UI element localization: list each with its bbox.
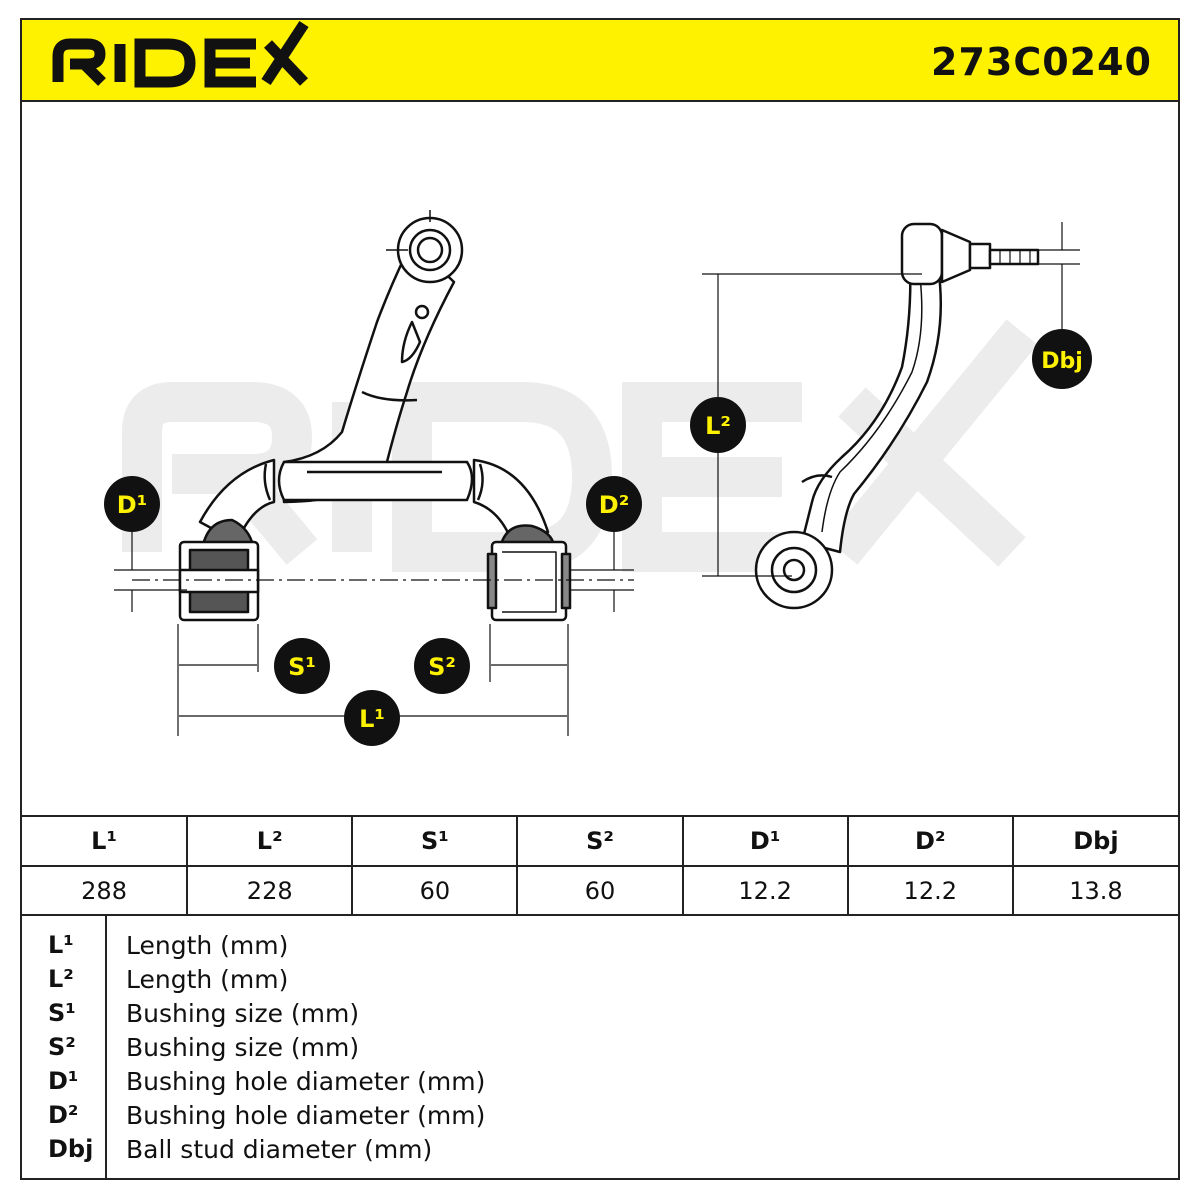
legend-code: Dbj bbox=[48, 1135, 94, 1163]
spec-value: 12.2 bbox=[682, 866, 849, 916]
legend-item: S² Bushing size (mm) bbox=[22, 1033, 1178, 1067]
label-s2: S² bbox=[414, 638, 470, 694]
spec-value: 60 bbox=[352, 866, 519, 916]
product-sheet: 273C0240 bbox=[20, 18, 1180, 1180]
control-arm-diagram: D¹ D² S¹ S² L¹ L² bbox=[104, 210, 1092, 746]
legend-item: L² Length (mm) bbox=[22, 965, 1178, 999]
spec-value: 288 bbox=[22, 866, 189, 916]
label-l1: L¹ bbox=[344, 690, 400, 746]
legend-code: L² bbox=[48, 965, 74, 993]
spec-header: L² bbox=[187, 817, 354, 867]
technical-drawing: D¹ D² S¹ S² L¹ L² bbox=[22, 102, 1178, 816]
spec-header: D² bbox=[847, 817, 1014, 867]
svg-text:D¹: D¹ bbox=[117, 491, 147, 519]
legend-desc: Bushing hole diameter (mm) bbox=[126, 1067, 486, 1096]
d2-dimension bbox=[570, 532, 634, 612]
control-arm-front-view bbox=[178, 210, 572, 622]
spec-header: L¹ bbox=[22, 817, 189, 867]
legend-desc: Bushing size (mm) bbox=[126, 1033, 360, 1062]
legend-item: S¹ Bushing size (mm) bbox=[22, 999, 1178, 1033]
label-d1: D¹ bbox=[104, 476, 160, 532]
legend-item: D² Bushing hole diameter (mm) bbox=[22, 1101, 1178, 1135]
legend-desc: Length (mm) bbox=[126, 965, 289, 994]
svg-text:L²: L² bbox=[705, 412, 731, 440]
legend-code: L¹ bbox=[48, 931, 74, 959]
legend-code: D¹ bbox=[48, 1067, 79, 1095]
svg-text:L¹: L¹ bbox=[359, 705, 385, 733]
svg-text:S²: S² bbox=[428, 653, 456, 681]
label-l2: L² bbox=[690, 397, 746, 453]
header-bar: 273C0240 bbox=[22, 20, 1178, 102]
spec-table: L¹ L² S¹ S² D¹ D² Dbj 288 228 60 60 12.2… bbox=[22, 815, 1178, 916]
legend-desc: Bushing hole diameter (mm) bbox=[126, 1101, 486, 1130]
legend-divider bbox=[105, 915, 107, 1180]
legend: L¹ Length (mm) L² Length (mm) S¹ Bushing… bbox=[22, 915, 1178, 1180]
part-number: 273C0240 bbox=[931, 40, 1152, 84]
spec-value: 60 bbox=[517, 866, 684, 916]
legend-code: S² bbox=[48, 1033, 76, 1061]
spec-header: Dbj bbox=[1012, 817, 1178, 867]
spec-value: 12.2 bbox=[847, 866, 1014, 916]
svg-text:Dbj: Dbj bbox=[1041, 349, 1083, 374]
legend-code: S¹ bbox=[48, 999, 76, 1027]
dbj-dimension bbox=[1038, 222, 1080, 332]
svg-text:D²: D² bbox=[599, 491, 629, 519]
spec-header-row: L¹ L² S¹ S² D¹ D² Dbj bbox=[22, 817, 1178, 867]
spec-value: 13.8 bbox=[1012, 866, 1178, 916]
legend-desc: Ball stud diameter (mm) bbox=[126, 1135, 433, 1164]
svg-text:S¹: S¹ bbox=[288, 653, 316, 681]
legend-code: D² bbox=[48, 1101, 79, 1129]
control-arm-side-view bbox=[754, 222, 1040, 610]
legend-desc: Bushing size (mm) bbox=[126, 999, 360, 1028]
legend-desc: Length (mm) bbox=[126, 931, 289, 960]
label-s1: S¹ bbox=[274, 638, 330, 694]
legend-item: Dbj Ball stud diameter (mm) bbox=[22, 1135, 1178, 1169]
d1-dimension bbox=[114, 532, 187, 612]
spec-header: S² bbox=[517, 817, 684, 867]
legend-item: D¹ Bushing hole diameter (mm) bbox=[22, 1067, 1178, 1101]
label-d2: D² bbox=[586, 476, 642, 532]
label-dbj: Dbj bbox=[1032, 329, 1092, 389]
spec-value-row: 288 228 60 60 12.2 12.2 13.8 bbox=[22, 866, 1178, 916]
spec-value: 228 bbox=[187, 866, 354, 916]
spec-header: D¹ bbox=[682, 817, 849, 867]
ridex-logo bbox=[52, 20, 309, 88]
legend-item: L¹ Length (mm) bbox=[22, 931, 1178, 965]
spec-header: S¹ bbox=[352, 817, 519, 867]
